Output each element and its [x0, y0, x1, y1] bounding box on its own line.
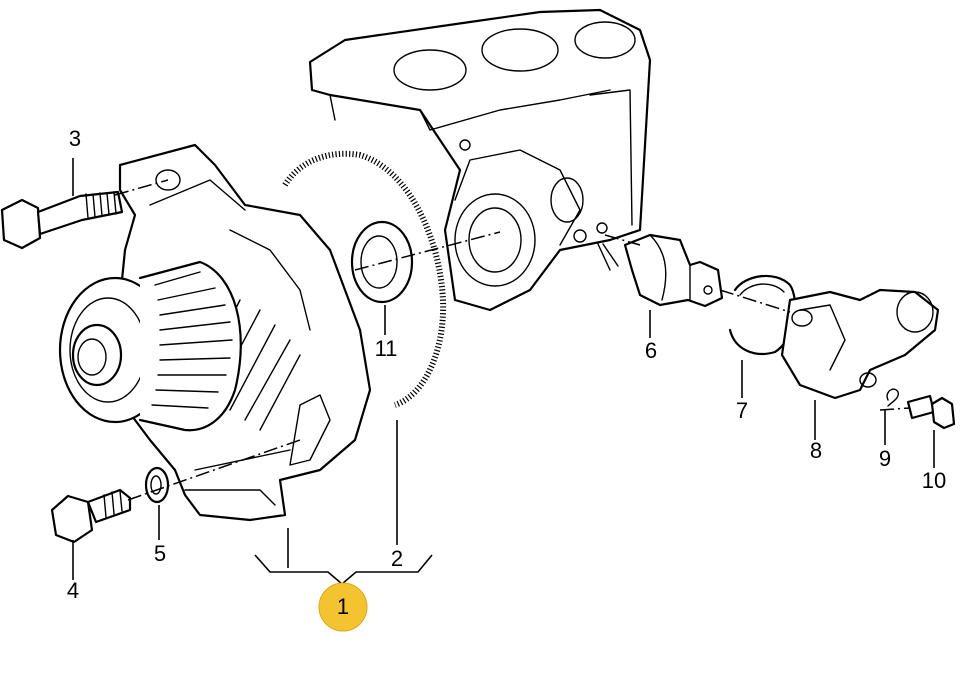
alignment-lines	[114, 179, 911, 501]
callout-11: 11	[375, 336, 398, 361]
pump-pulley	[58, 260, 242, 432]
seal-ring-part-11	[350, 220, 414, 304]
callout-5: 5	[154, 541, 166, 566]
callout-4: 4	[67, 578, 79, 603]
callout-7: 7	[736, 398, 748, 423]
callout-2: 2	[391, 546, 403, 571]
callout-6: 6	[645, 338, 657, 363]
callout-labels: 3 4 5 11 6 7 8 9 10 2	[67, 126, 946, 603]
bolt-part-4	[50, 488, 132, 544]
callout-9: 9	[879, 446, 891, 471]
thermostat-part-6	[623, 233, 724, 308]
highlight-badge	[318, 582, 368, 632]
callout-10: 10	[922, 468, 946, 493]
bolt-part-10	[906, 394, 956, 430]
bolt-part-3	[0, 190, 124, 250]
highlighted-callout-1[interactable]: 1	[318, 582, 368, 632]
callout-1: 1	[337, 594, 349, 619]
clip-part-9	[886, 388, 900, 407]
coolant-flange-part-8	[780, 288, 940, 400]
callout-8: 8	[810, 438, 822, 463]
engine-block	[308, 8, 652, 312]
washer-part-5	[144, 466, 170, 504]
callout-3: 3	[69, 126, 81, 151]
